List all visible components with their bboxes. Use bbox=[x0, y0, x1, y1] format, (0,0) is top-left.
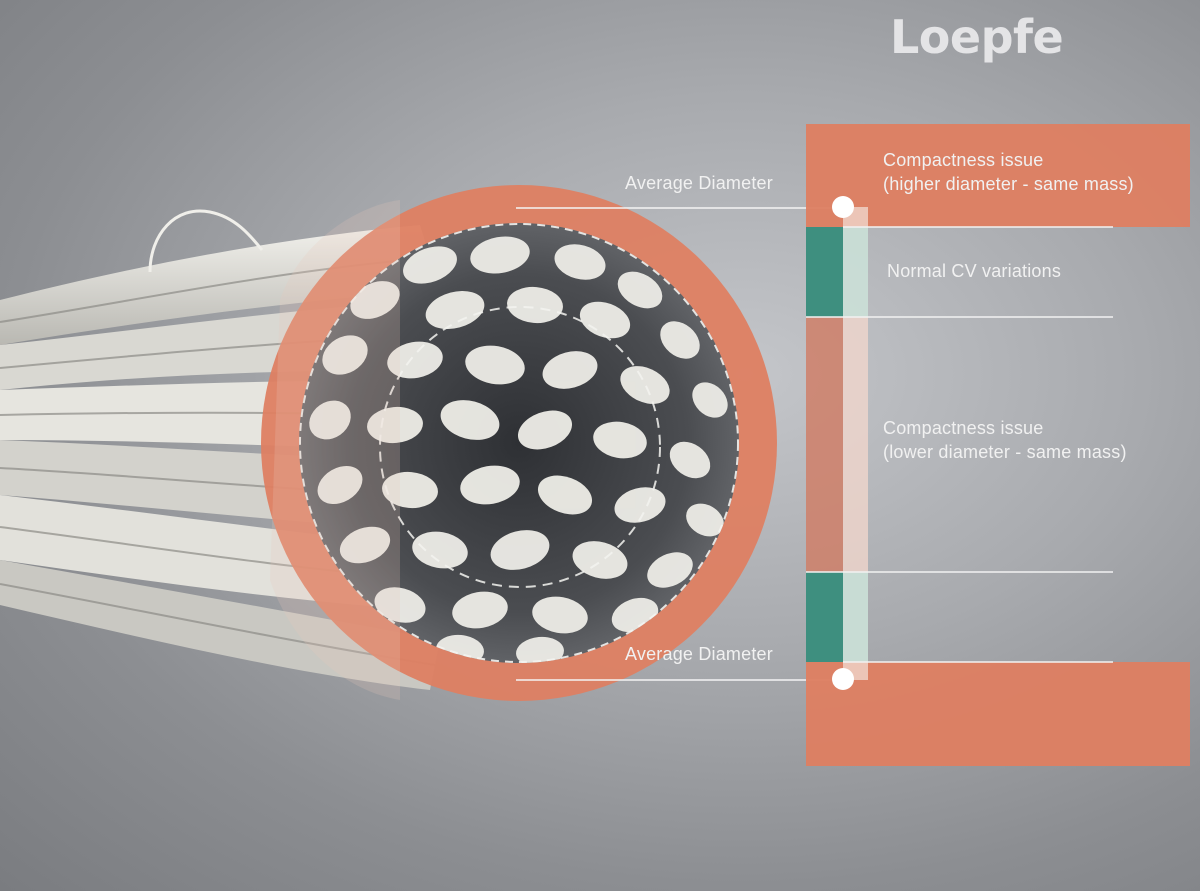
compactness-high-title: Compactness issue bbox=[883, 150, 1044, 170]
compactness-low-subtitle: (lower diameter - same mass) bbox=[883, 442, 1127, 462]
compactness-high-label: Compactness issue (higher diameter - sam… bbox=[883, 148, 1134, 196]
diameter-band-chart bbox=[806, 124, 1190, 766]
band-normal-cv-bottom bbox=[806, 572, 843, 662]
compactness-high-subtitle: (higher diameter - same mass) bbox=[883, 174, 1134, 194]
band-lower-diameter bbox=[806, 317, 843, 572]
compactness-low-title: Compactness issue bbox=[883, 418, 1044, 438]
avg-diameter-top-marker bbox=[832, 196, 854, 218]
avg-diameter-bottom-marker bbox=[832, 668, 854, 690]
band-higher-diameter bbox=[806, 124, 1190, 227]
avg-diameter-top-label: Average Diameter bbox=[625, 173, 773, 193]
compactness-low-label: Compactness issue (lower diameter - same… bbox=[883, 416, 1127, 464]
band-normal-cv-top bbox=[806, 227, 843, 317]
normal-cv-label: Normal CV variations bbox=[887, 261, 1062, 281]
loepfe-logo: Loepfe bbox=[890, 10, 1064, 64]
yarn-cross-section bbox=[299, 223, 739, 663]
ring-haze bbox=[270, 200, 400, 700]
avg-diameter-bottom-label: Average Diameter bbox=[625, 644, 773, 664]
band-bottom-salmon bbox=[806, 662, 1190, 766]
